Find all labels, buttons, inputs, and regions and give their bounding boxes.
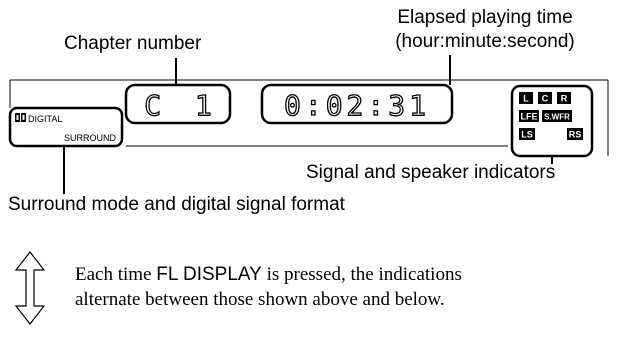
- elapsed-time-readout: 0:02:31: [284, 89, 430, 122]
- note-line1: Each time FL DISPLAY is pressed, the ind…: [75, 262, 462, 288]
- fl-display-button-name: FL DISPLAY: [156, 264, 262, 285]
- elapsed-time-label-line2: (hour:minute:second): [395, 31, 575, 52]
- svg-text:RS: RS: [569, 130, 582, 140]
- speaker-indicator-rs: RS: [567, 128, 583, 140]
- speaker-indicators: L C R LFE S.WFR LS RS: [519, 92, 583, 140]
- chapter-box: [124, 83, 232, 125]
- svg-text:R: R: [561, 94, 568, 104]
- svg-text:S.WFR: S.WFR: [544, 113, 570, 122]
- speaker-indicator-ls: LS: [519, 128, 535, 140]
- surround-format-box: [8, 106, 124, 148]
- svg-text:C: C: [542, 94, 549, 104]
- speaker-indicator-l: L: [519, 92, 533, 104]
- time-box: [260, 83, 454, 125]
- surround-mode-label: Surround mode and digital signal format: [8, 194, 345, 215]
- note-suffix: is pressed, the indications: [261, 264, 462, 285]
- surround-indicator: SURROUND: [64, 133, 117, 143]
- chapter-number-readout: C 1: [144, 89, 211, 122]
- signal-indicators-label: Signal and speaker indicators: [306, 162, 556, 183]
- elapsed-time-label-line1: Elapsed playing time: [397, 7, 573, 28]
- svg-text:LS: LS: [521, 130, 533, 140]
- digital-indicator: DIGITAL: [28, 114, 62, 124]
- note-line2: alternate between those shown above and …: [75, 289, 445, 310]
- speaker-indicator-swfr: S.WFR: [542, 110, 572, 122]
- alternate-arrow-icon: [14, 251, 46, 325]
- note-prefix: Each time: [75, 264, 157, 285]
- speaker-indicator-c: C: [538, 92, 552, 104]
- svg-text:L: L: [523, 94, 529, 104]
- speaker-indicator-lfe: LFE: [519, 110, 539, 122]
- svg-text:LFE: LFE: [521, 112, 538, 122]
- chapter-number-label: Chapter number: [64, 33, 202, 54]
- dolby-logo: [15, 113, 26, 122]
- speaker-indicator-r: R: [557, 92, 571, 104]
